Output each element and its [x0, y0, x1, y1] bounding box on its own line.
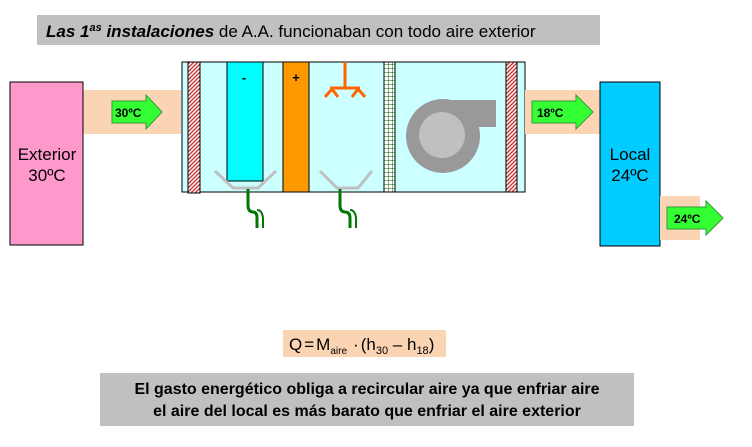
svg-text:Q=Maire·(h30 – h18): Q=Maire·(h30 – h18): [289, 335, 434, 357]
drain-pipe-2: [338, 189, 352, 228]
local-label: Local: [610, 145, 651, 164]
local-box: Local 24ºC: [599, 81, 661, 247]
exhaust-arrow: [666, 199, 724, 237]
fan-icon: [406, 99, 496, 173]
cooling-sign: -: [242, 70, 246, 85]
inlet-filter: [187, 61, 201, 194]
heating-sign: +: [292, 70, 300, 85]
inlet-arrow: [111, 93, 163, 131]
supply-arrow: [531, 93, 594, 131]
title-rest: de A.A. funcionaban con todo aire exteri…: [214, 22, 536, 41]
footer-line-1: El gasto energético obliga a recircular …: [134, 381, 599, 398]
drain-pan-1: [213, 169, 278, 190]
inlet-temp: 30ºC: [115, 106, 142, 120]
title-emphasis: Las 1: [46, 22, 89, 41]
outlet-filter: [505, 61, 518, 193]
supply-temp: 18ºC: [537, 106, 564, 120]
air-handling-unit: - +: [181, 61, 526, 228]
title-box: Las 1as instalaciones de A.A. funcionaba…: [37, 15, 600, 45]
exhaust-temp: 24ºC: [674, 212, 701, 226]
cooling-coil: [226, 61, 264, 182]
heating-coil: [282, 61, 310, 193]
footer-line-2: el aire del local es más barato que enfr…: [153, 403, 581, 420]
drain-pipe-1: [246, 189, 259, 228]
drain-pan-2: [318, 169, 374, 190]
energy-formula: Q=Maire·(h30 – h18): [283, 330, 446, 357]
title-emphasis-2: instalaciones: [102, 22, 214, 41]
exterior-temp: 30ºC: [28, 166, 65, 185]
title-superscript: as: [89, 22, 101, 34]
local-temp: 24ºC: [611, 166, 648, 185]
exterior-box: Exterior 30ºC: [9, 81, 84, 246]
final-filter: [383, 61, 396, 193]
footer-note: El gasto energético obliga a recircular …: [100, 373, 634, 426]
exterior-label: Exterior: [18, 145, 77, 164]
svg-text:Las 1as instalaciones de A.A.: Las 1as instalaciones de A.A. funcionaba…: [46, 22, 536, 41]
humidifier-spray-icon: [323, 62, 367, 98]
